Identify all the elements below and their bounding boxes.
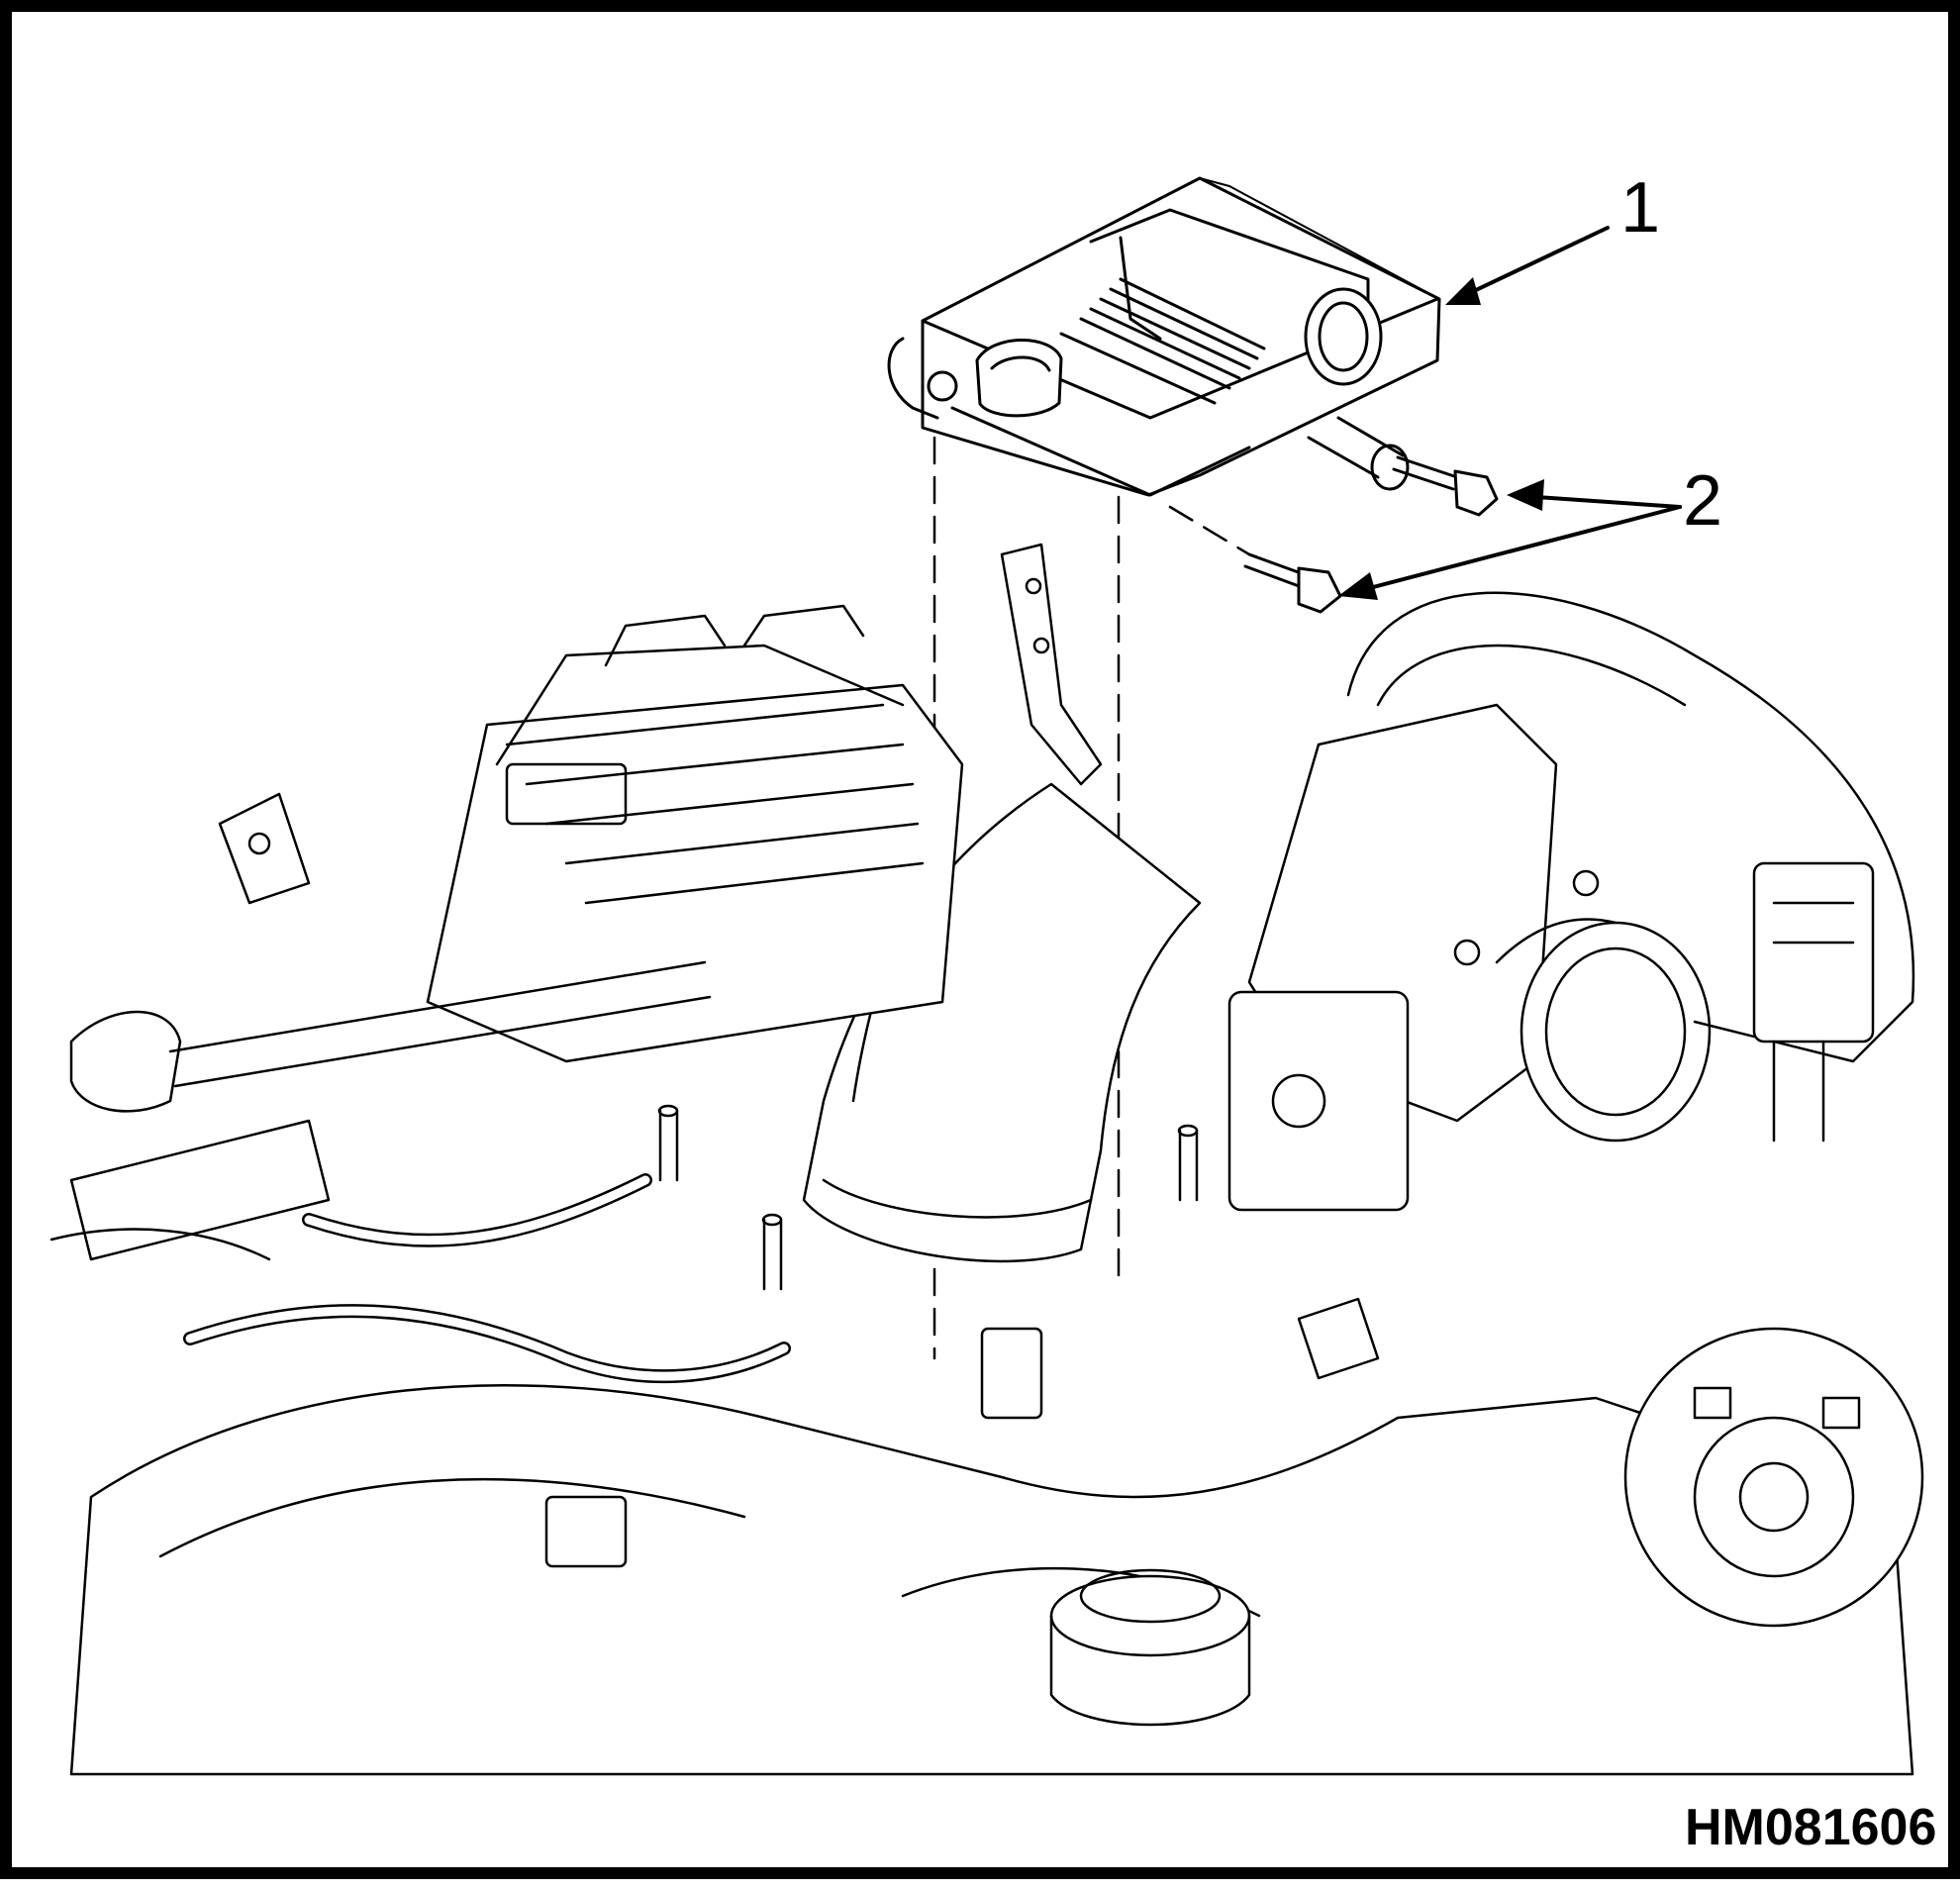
arrowheads (1338, 277, 1544, 600)
callout-1-label: 1 (1620, 168, 1661, 248)
bolt-upper (1392, 455, 1499, 517)
bolt-lower (1243, 552, 1342, 614)
callout-2-label: 2 (1683, 461, 1723, 541)
leader-arrows (1356, 226, 1682, 593)
figure-id-label: HM081606 (1685, 1799, 1937, 1856)
engine-assembly (49, 543, 1924, 1776)
engine-illustration (49, 176, 1924, 1776)
control-module (887, 176, 1441, 497)
